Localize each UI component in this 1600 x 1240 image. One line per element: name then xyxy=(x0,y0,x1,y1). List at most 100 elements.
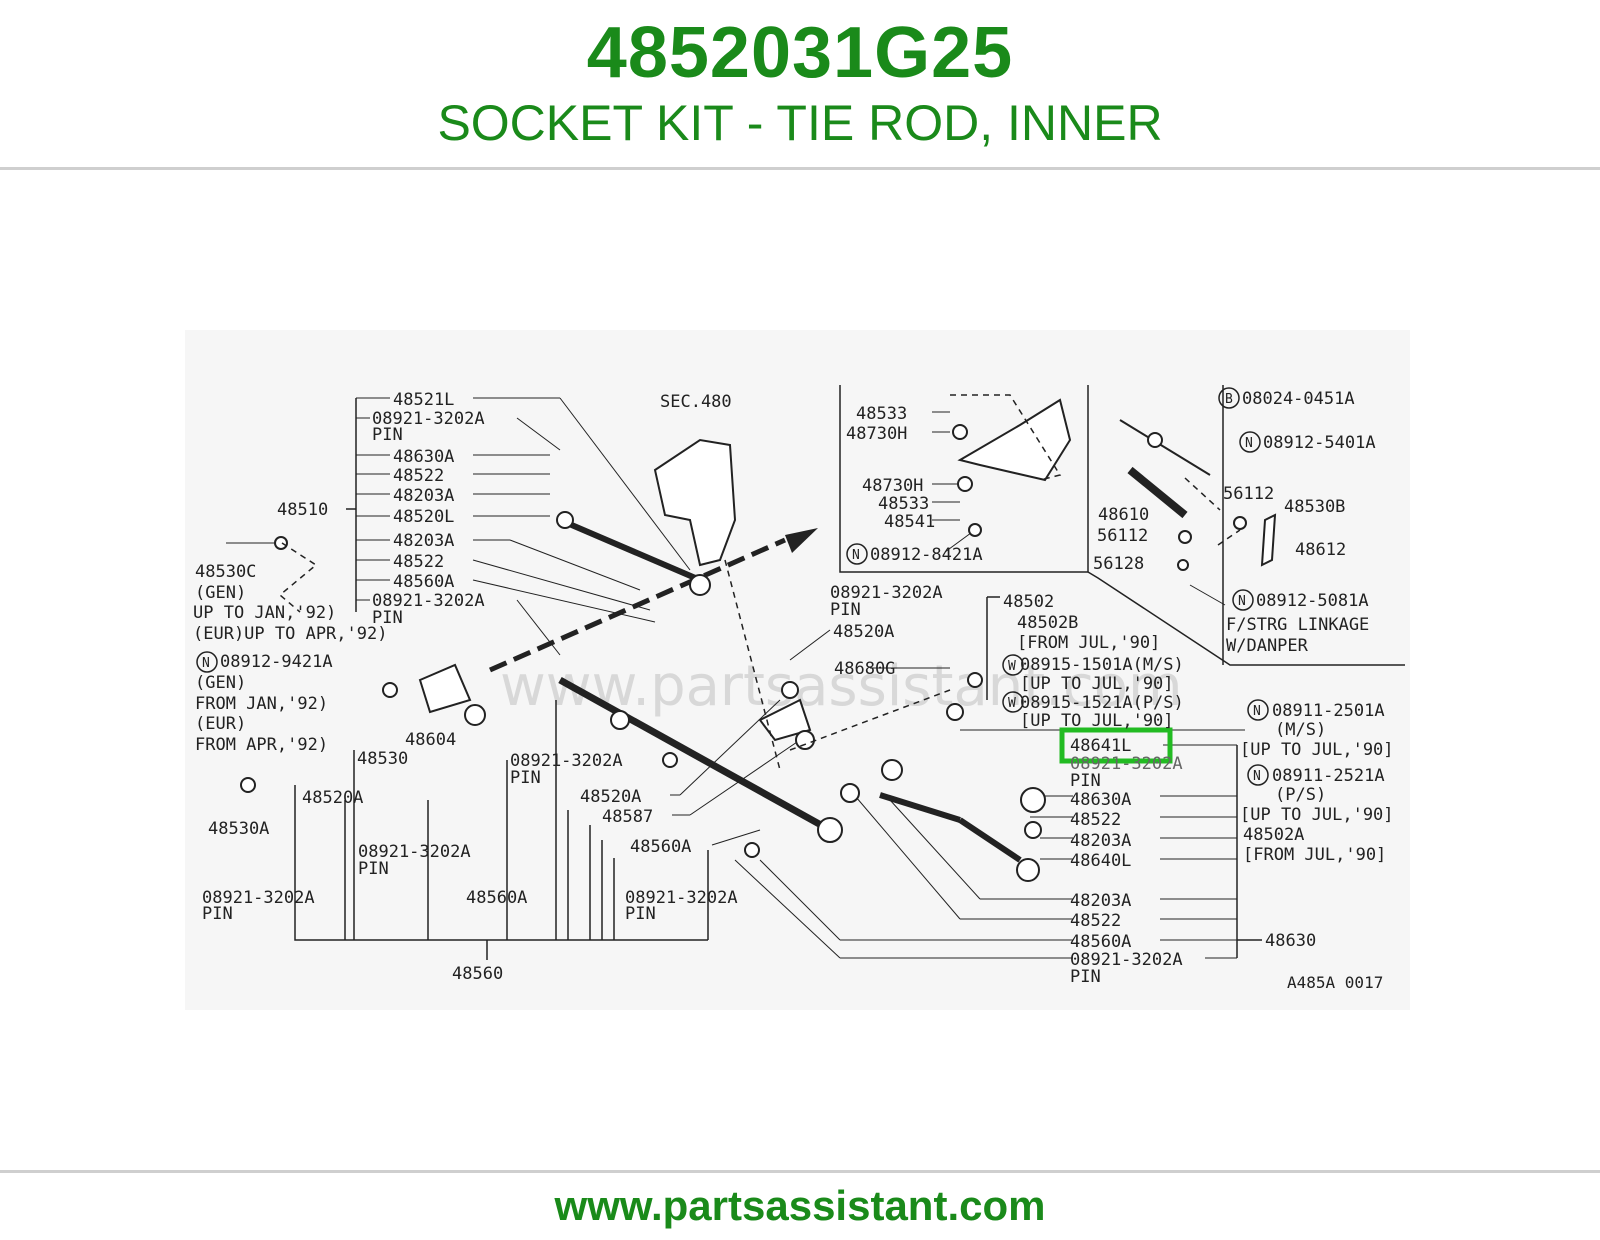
label-08024-0451A: 08024-0451A xyxy=(1242,389,1355,409)
svg-text:N: N xyxy=(1245,436,1253,451)
highlighted-part-box xyxy=(1059,727,1173,764)
label-08911-2521A: 08911-2521A xyxy=(1272,766,1385,786)
footer-divider xyxy=(0,1170,1600,1173)
label-pin-number: 08921-3202A xyxy=(625,888,738,908)
part-description: SOCKET KIT - TIE ROD, INNER xyxy=(437,95,1163,151)
svg-text:W: W xyxy=(1008,696,1016,711)
label-pin: PIN xyxy=(372,608,403,628)
diagram-frame-lines xyxy=(294,385,1405,960)
label-figure-code: A485A 0017 xyxy=(1287,973,1383,992)
label-pin-number: 08921-3202A xyxy=(372,591,485,611)
label-note: [UP TO JUL,'90] xyxy=(1240,740,1394,760)
svg-text:N: N xyxy=(1253,769,1261,784)
label-48520A: 48520A xyxy=(833,622,894,642)
label-48502: 48502 xyxy=(1003,592,1054,612)
svg-text:W: W xyxy=(1008,659,1016,674)
label-pin-number: 08921-3202A xyxy=(372,409,485,429)
label-note: UP TO JAN,'92) xyxy=(193,603,336,623)
label-08912-8421A: 08912-8421A xyxy=(870,545,983,565)
label-48203A: 48203A xyxy=(393,486,454,506)
label-48530C: 48530C xyxy=(195,562,256,582)
direction-arrow-head xyxy=(785,528,818,553)
label-48533: 48533 xyxy=(878,494,929,514)
ball-joint-left xyxy=(556,511,574,529)
label-pin-number: 08921-3202A xyxy=(830,583,943,603)
label-note: [FROM JUL,'90] xyxy=(1243,845,1386,865)
idler-arm-bracket xyxy=(418,663,472,714)
label-note: [UP TO JUL,'90] xyxy=(1240,805,1394,825)
label-pin-number: 08921-3202A xyxy=(358,842,471,862)
label-pin: PIN xyxy=(1070,771,1101,791)
label-48522: 48522 xyxy=(393,466,444,486)
label-pin: PIN xyxy=(358,859,389,879)
label-48522: 48522 xyxy=(1070,810,1121,830)
label-08912-9421A: 08912-9421A xyxy=(220,652,333,672)
label-note: W/DANPER xyxy=(1226,636,1309,656)
label-08915-1521A: 08915-1521A(P/S) xyxy=(1020,693,1184,713)
svg-text:N: N xyxy=(202,656,210,671)
header: 4852031G25 SOCKET KIT - TIE ROD, INNER xyxy=(0,0,1600,168)
svg-text:B: B xyxy=(1225,392,1233,407)
label-48533: 48533 xyxy=(856,404,907,424)
label-08912-5081A: 08912-5081A xyxy=(1256,591,1369,611)
label-pin: PIN xyxy=(510,768,541,788)
label-note: [UP TO JUL,'90] xyxy=(1020,711,1174,731)
label-pin: PIN xyxy=(830,600,861,620)
label-48203A: 48203A xyxy=(1070,831,1131,851)
label-48203A: 48203A xyxy=(1070,891,1131,911)
label-48520A: 48520A xyxy=(580,787,641,807)
label-48522: 48522 xyxy=(393,552,444,572)
label-48680G: 48680G xyxy=(834,659,895,679)
label-56112: 56112 xyxy=(1223,484,1274,504)
label-note: [FROM JUL,'90] xyxy=(1017,633,1160,653)
prefix-markers xyxy=(196,387,1269,786)
label-note: FROM APR,'92) xyxy=(195,735,328,755)
label-note: (EUR)UP TO APR,'92) xyxy=(193,624,387,644)
label-note: (M/S) xyxy=(1275,720,1326,740)
label-48630A: 48630A xyxy=(1070,790,1131,810)
label-48203A: 48203A xyxy=(393,531,454,551)
label-pin-number: 08921-3202A xyxy=(1070,754,1183,774)
label-pin-number: 08921-3202A xyxy=(202,888,315,908)
label-48560A: 48560A xyxy=(393,572,454,592)
diagram-background xyxy=(185,330,1410,1010)
footer-website-url[interactable]: www.partsassistant.com xyxy=(554,1182,1046,1229)
label-48521L: 48521L xyxy=(393,390,454,410)
label-48604: 48604 xyxy=(405,730,456,750)
label-48630A: 48630A xyxy=(393,447,454,467)
label-48502B: 48502B xyxy=(1017,613,1078,633)
part-number-title: 4852031G25 xyxy=(586,13,1014,93)
label-48612: 48612 xyxy=(1295,540,1346,560)
label-56112: 56112 xyxy=(1097,526,1148,546)
label-48641L-highlighted: 48641L xyxy=(1070,736,1131,756)
label-48502A: 48502A xyxy=(1243,825,1304,845)
svg-text:N: N xyxy=(852,548,860,563)
label-note: (EUR) xyxy=(195,714,246,734)
label-48560A: 48560A xyxy=(1070,932,1131,952)
label-48730H: 48730H xyxy=(862,476,923,496)
idler-arm-inset xyxy=(957,398,1072,482)
label-pin: PIN xyxy=(372,425,403,445)
steering-damper xyxy=(1127,466,1188,519)
tie-rod-right xyxy=(879,792,961,823)
label-48560: 48560 xyxy=(452,964,503,984)
label-48530: 48530 xyxy=(357,749,408,769)
label-note: (GEN) xyxy=(195,673,246,693)
label-48630: 48630 xyxy=(1265,931,1316,951)
label-48560A: 48560A xyxy=(466,888,527,908)
label-08912-5401A: 08912-5401A xyxy=(1263,433,1376,453)
label-48730H: 48730H xyxy=(846,424,907,444)
label-note: FROM JAN,'92) xyxy=(195,694,328,714)
label-pin: PIN xyxy=(1070,967,1101,987)
label-pin-number: 08921-3202A xyxy=(510,751,623,771)
svg-text:N: N xyxy=(1238,594,1246,609)
label-48640L: 48640L xyxy=(1070,851,1131,871)
label-pin: PIN xyxy=(202,904,233,924)
label-48560A: 48560A xyxy=(630,837,691,857)
label-48522: 48522 xyxy=(1070,911,1121,931)
label-08911-2501A: 08911-2501A xyxy=(1272,701,1385,721)
label-48510: 48510 xyxy=(277,500,328,520)
label-48520A: 48520A xyxy=(302,788,363,808)
